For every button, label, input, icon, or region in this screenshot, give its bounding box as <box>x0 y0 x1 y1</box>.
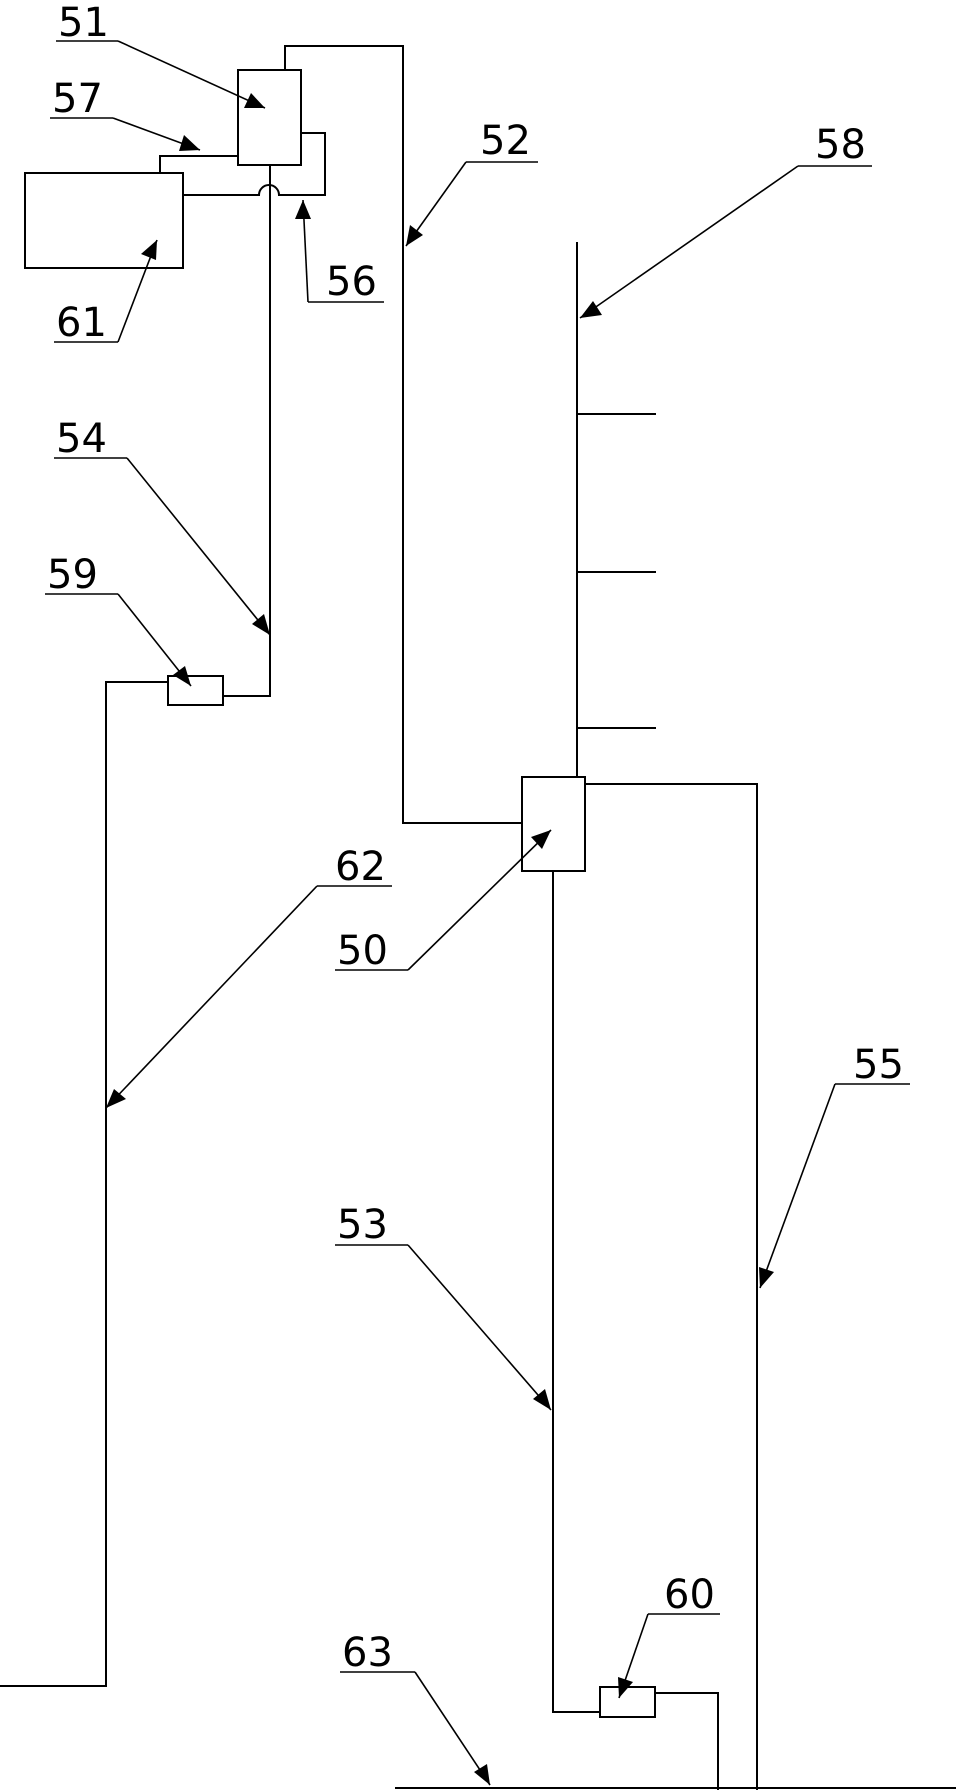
label-56: 56 <box>326 259 377 305</box>
component-50-box <box>521 776 586 872</box>
pipe-52 <box>284 45 522 824</box>
label-59: 59 <box>47 552 98 598</box>
callout-59: 59 <box>45 552 192 687</box>
label-52: 52 <box>480 118 531 164</box>
callout-55: 55 <box>759 1042 910 1289</box>
label-61: 61 <box>56 300 107 346</box>
pipe-56 <box>283 132 326 196</box>
pipe-60-outlet <box>655 1692 719 1790</box>
label-53: 53 <box>337 1202 388 1248</box>
callout-58: 58 <box>579 122 872 319</box>
component-61-box <box>24 172 184 269</box>
label-63: 63 <box>342 1630 393 1676</box>
pipe-53 <box>552 871 600 1713</box>
callout-53: 53 <box>335 1202 552 1411</box>
callout-60: 60 <box>618 1572 720 1699</box>
pipe-62 <box>0 681 168 1687</box>
pipe-54 <box>223 165 271 697</box>
label-60: 60 <box>664 1572 715 1618</box>
label-62: 62 <box>335 844 386 890</box>
callout-56: 56 <box>295 199 384 305</box>
pipe-55 <box>585 783 758 1790</box>
callout-51: 51 <box>56 0 266 109</box>
label-54: 54 <box>56 416 107 462</box>
component-59-box <box>167 675 224 706</box>
callout-54: 54 <box>54 416 271 636</box>
label-51: 51 <box>58 0 109 46</box>
label-55: 55 <box>853 1042 904 1088</box>
callout-62: 62 <box>105 844 392 1109</box>
callout-50: 50 <box>335 829 552 974</box>
label-58: 58 <box>815 122 866 168</box>
callout-57: 57 <box>50 76 201 151</box>
callout-63: 63 <box>340 1630 491 1786</box>
pipe-56-crossover <box>183 184 283 196</box>
label-50: 50 <box>337 928 388 974</box>
callout-52: 52 <box>405 118 538 247</box>
component-51-box <box>237 69 302 166</box>
pipe-57 <box>159 155 238 173</box>
callout-61: 61 <box>54 239 158 346</box>
label-57: 57 <box>52 76 103 122</box>
component-60-box <box>599 1686 656 1718</box>
